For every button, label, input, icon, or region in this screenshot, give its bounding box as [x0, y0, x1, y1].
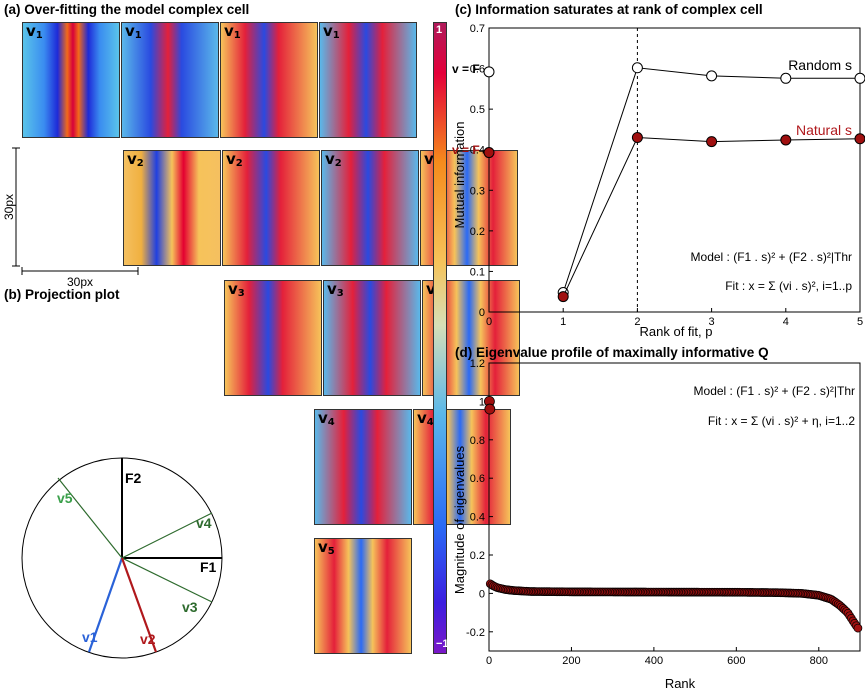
eigenvalue-chart: Magnitude of eigenvalues Rank -0.2 0 0.2 0.…	[452, 358, 863, 691]
c-xtick-label: 1	[560, 316, 566, 328]
c-point-zero	[483, 66, 495, 78]
c-fit-text: Fit : x = Σ (vi . s)², i=1..p	[725, 279, 852, 293]
d-xtick-label: 800	[810, 655, 828, 667]
d-ytick-label: 0	[479, 588, 485, 600]
colorbar	[433, 22, 447, 654]
d-xtick-label: 400	[645, 655, 663, 667]
d-fit-text: Fit : x = Σ (vi . s)² + η, i=1..2	[708, 414, 855, 428]
filter-tile: v3	[224, 280, 322, 396]
c-ytick-label: 0.4	[470, 145, 485, 157]
c-legend-random: Random s	[788, 57, 852, 73]
filter-tile: v2	[222, 150, 320, 266]
filter-label: v5	[318, 538, 335, 558]
filter-label: v2	[226, 150, 243, 170]
label-v3: v3	[182, 599, 198, 615]
c-xtick-label: 2	[634, 316, 640, 328]
filter-label: v1	[224, 22, 241, 42]
panel-b-title: (b) Projection plot	[4, 287, 120, 302]
c-ytick-label: 0.7	[470, 23, 485, 35]
scale-bars: 30px 30px	[2, 147, 139, 289]
c-ytick-label: 0.6	[470, 64, 485, 76]
c-ytick-label: 0.3	[470, 185, 485, 197]
d-xlabel: Rank	[665, 676, 696, 691]
filter-tile: v1	[319, 22, 417, 138]
filter-tile: v4	[314, 409, 412, 525]
label-v2: v2	[140, 631, 156, 647]
filter-label: v3	[228, 280, 245, 300]
d-ytick-label: 0.6	[470, 473, 485, 485]
c-point-zero	[483, 147, 495, 159]
colorbar-min-label: −1	[436, 638, 449, 650]
filter-label: v3	[327, 280, 344, 300]
projection-plot: F2 F1 v4 v5 v3 v1 v2	[21, 457, 223, 659]
c-point	[780, 72, 792, 84]
c-natural-vf-annotation: v = F	[452, 143, 480, 157]
scale-vertical-label: 30px	[2, 194, 16, 220]
d-xtick-label: 600	[727, 655, 745, 667]
label-v1: v1	[82, 629, 98, 645]
d-axes-box	[488, 362, 861, 652]
filter-label: v1	[323, 22, 340, 42]
d-model-text: Model : (F1 . s)² + (F2 . s)²|Thr	[694, 384, 855, 398]
d-ytick-label: 0.2	[470, 550, 485, 562]
filter-label: v2	[127, 150, 144, 170]
label-v4: v4	[196, 515, 212, 531]
c-ytick-label: 0.5	[470, 104, 485, 116]
filter-tile: v1	[22, 22, 120, 138]
c-legend-natural: Natural s	[796, 122, 852, 138]
filter-label: v2	[325, 150, 342, 170]
c-axes-box	[488, 27, 861, 313]
filter-tile: v2	[321, 150, 419, 266]
filter-tile: v1	[220, 22, 318, 138]
d-ylabel: Magnitude of eigenvalues	[452, 445, 467, 594]
filter-label: v1	[26, 22, 43, 42]
label-f1: F1	[200, 559, 217, 575]
filter-label: v1	[125, 22, 142, 42]
filter-label: v4	[417, 409, 434, 429]
c-xtick-label: 3	[709, 316, 715, 328]
panel-d-title: (d) Eigenvalue profile of maximally info…	[455, 345, 769, 360]
label-f2: F2	[125, 470, 142, 486]
d-ytick-label: 1.2	[470, 358, 485, 370]
label-v5: v5	[57, 490, 73, 506]
c-point	[854, 133, 865, 145]
filter-tile: v3	[323, 280, 421, 396]
filter-tile: v4	[413, 409, 511, 525]
c-ytick-label: 0.2	[470, 226, 485, 238]
filter-tile: v5	[314, 538, 412, 654]
information-chart: Mutual information Rank of fit, p 0 0.1 0.…	[452, 23, 865, 339]
d-ytick-label: 1	[479, 396, 485, 408]
panel-a-title: (a) Over-fitting the model complex cell	[4, 2, 250, 17]
d-ytick-label: 0.4	[470, 512, 485, 524]
c-point	[854, 72, 865, 84]
c-model-text: Model : (F1 . s)² + (F2 . s)²|Thr	[691, 250, 852, 264]
c-point	[706, 70, 718, 82]
c-ytick-label: 0.1	[470, 266, 485, 278]
filter-tile: v2	[123, 150, 221, 266]
colorbar-max-label: 1	[436, 24, 443, 36]
d-top-eigen-point	[484, 403, 496, 415]
c-ylabel: Mutual information	[452, 122, 467, 229]
filter-label: v4	[318, 409, 335, 429]
d-ytick-label: 0.8	[470, 435, 485, 447]
c-xtick-label: 5	[857, 316, 863, 328]
c-xtick-label: 0	[486, 316, 492, 328]
d-ytick-label: -0.2	[466, 627, 485, 639]
c-point	[631, 62, 643, 74]
c-xtick-label: 4	[783, 316, 789, 328]
c-xlabel: Rank of fit, p	[640, 324, 713, 339]
c-point	[706, 136, 718, 148]
c-ytick-label: 0	[479, 307, 485, 319]
d-xtick-label: 0	[486, 655, 492, 667]
d-eigen-point	[853, 623, 863, 633]
c-point	[780, 134, 792, 146]
c-series-line	[562, 137, 861, 297]
c-point	[631, 132, 643, 144]
panel-c-title: (c) Information saturates at rank of com…	[455, 2, 763, 17]
d-xtick-label: 200	[562, 655, 580, 667]
filter-tile: v1	[121, 22, 219, 138]
c-random-vf-annotation: v = F	[452, 62, 480, 76]
c-point	[557, 291, 569, 303]
scale-horizontal-label: 30px	[67, 275, 93, 289]
